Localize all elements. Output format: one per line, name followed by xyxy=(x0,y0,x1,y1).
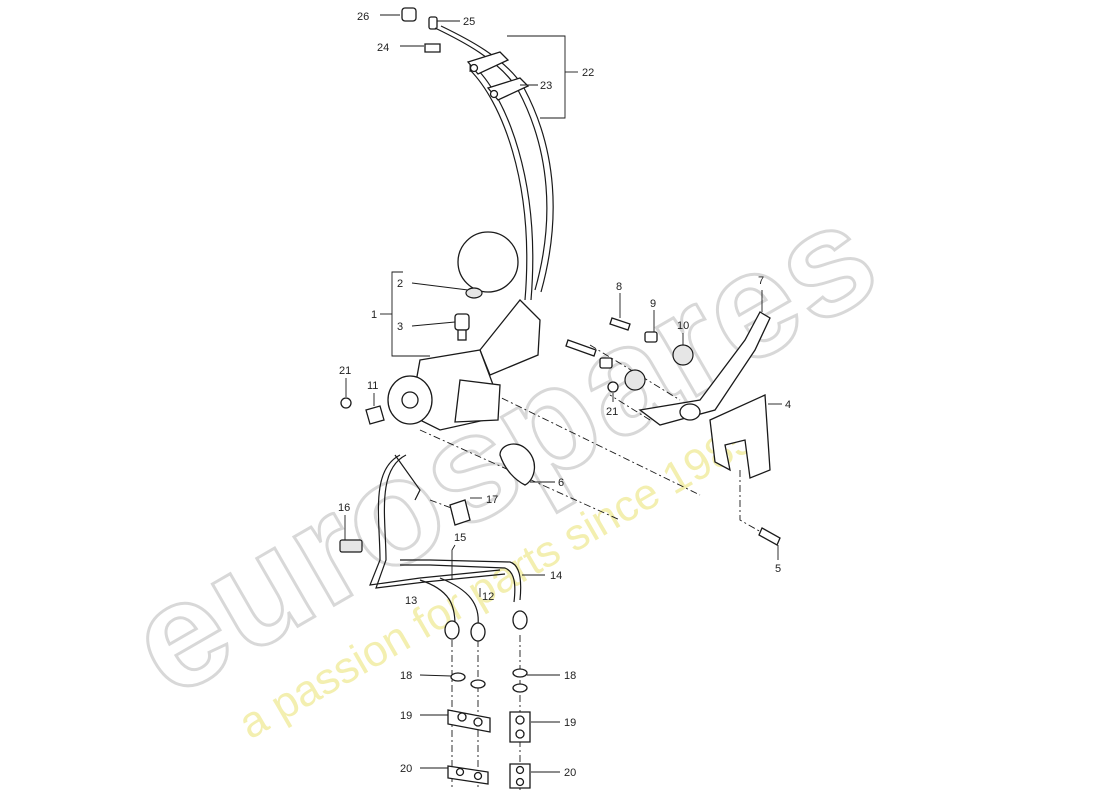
part-23-pipe-clamp-lower xyxy=(486,77,530,101)
callout-19b: 19 xyxy=(564,717,576,729)
bushing-lower xyxy=(624,369,646,391)
callout-11: 11 xyxy=(367,380,378,392)
part-25-bleed-valve xyxy=(428,16,460,30)
bracket-22 xyxy=(507,35,578,119)
part-21-nut-left xyxy=(340,378,352,409)
lower-hoses xyxy=(369,454,545,626)
callout-12: 12 xyxy=(482,591,494,603)
part-18-washers-left xyxy=(419,672,486,689)
callout-6: 6 xyxy=(558,477,564,489)
bracket-1 xyxy=(380,271,430,357)
part-3-pressure-sensor xyxy=(411,313,470,341)
part-7-bracket xyxy=(638,290,771,426)
upper-pipe xyxy=(434,25,554,301)
part-23-pipe-clamp-upper xyxy=(466,51,510,75)
part-9-spacer xyxy=(644,310,658,343)
callout-18a: 18 xyxy=(400,670,412,682)
callout-23: 23 xyxy=(540,80,552,92)
part-2-accumulator xyxy=(411,231,519,299)
part-20-plate-right xyxy=(509,763,560,789)
hydraulic-unit xyxy=(387,299,541,431)
callout-17: 17 xyxy=(486,494,498,506)
part-17-clip xyxy=(449,497,482,526)
hose-fittings xyxy=(444,610,528,642)
part-4-bracket xyxy=(709,394,782,479)
callout-labels: 26 25 24 22 23 2 1 3 21 11 8 9 10 7 21 4… xyxy=(338,11,791,779)
part-11-valve xyxy=(365,393,385,425)
callout-19a: 19 xyxy=(400,710,412,722)
callout-25: 25 xyxy=(463,16,475,28)
part-10-bushing xyxy=(672,333,694,366)
part-20-plate-left xyxy=(420,765,489,785)
callout-2: 2 xyxy=(397,278,403,290)
part-5-bolt xyxy=(758,527,781,560)
callout-9: 9 xyxy=(650,298,656,310)
callout-4: 4 xyxy=(785,399,791,411)
callout-5: 5 xyxy=(775,563,781,575)
callout-14: 14 xyxy=(550,570,562,582)
callout-22: 22 xyxy=(582,67,594,79)
part-24-bolt xyxy=(400,43,441,53)
callout-20a: 20 xyxy=(400,763,412,775)
part-19-flange-left xyxy=(420,709,491,733)
callout-24: 24 xyxy=(377,42,389,54)
callout-21b: 21 xyxy=(606,406,618,418)
part-18-washers-right xyxy=(512,668,560,693)
part-26-cap xyxy=(380,7,417,22)
callout-18b: 18 xyxy=(564,670,576,682)
part-16-clip xyxy=(339,515,363,553)
callout-3: 3 xyxy=(397,321,403,333)
bolt-mid xyxy=(565,339,597,357)
part-21-nut-right xyxy=(607,381,619,402)
callout-8: 8 xyxy=(616,281,622,293)
part-19-flange-right xyxy=(509,711,560,743)
callout-20b: 20 xyxy=(564,767,576,779)
spacer-small xyxy=(599,357,613,369)
callout-21a: 21 xyxy=(339,365,351,377)
callout-16: 16 xyxy=(338,502,350,514)
callout-15: 15 xyxy=(454,532,466,544)
callout-1: 1 xyxy=(371,309,377,321)
callout-13: 13 xyxy=(405,595,417,607)
callout-7: 7 xyxy=(758,275,764,287)
part-6-strap xyxy=(499,443,555,486)
callout-10: 10 xyxy=(677,320,689,332)
part-8-bolt xyxy=(609,293,631,331)
callout-26: 26 xyxy=(357,11,369,23)
